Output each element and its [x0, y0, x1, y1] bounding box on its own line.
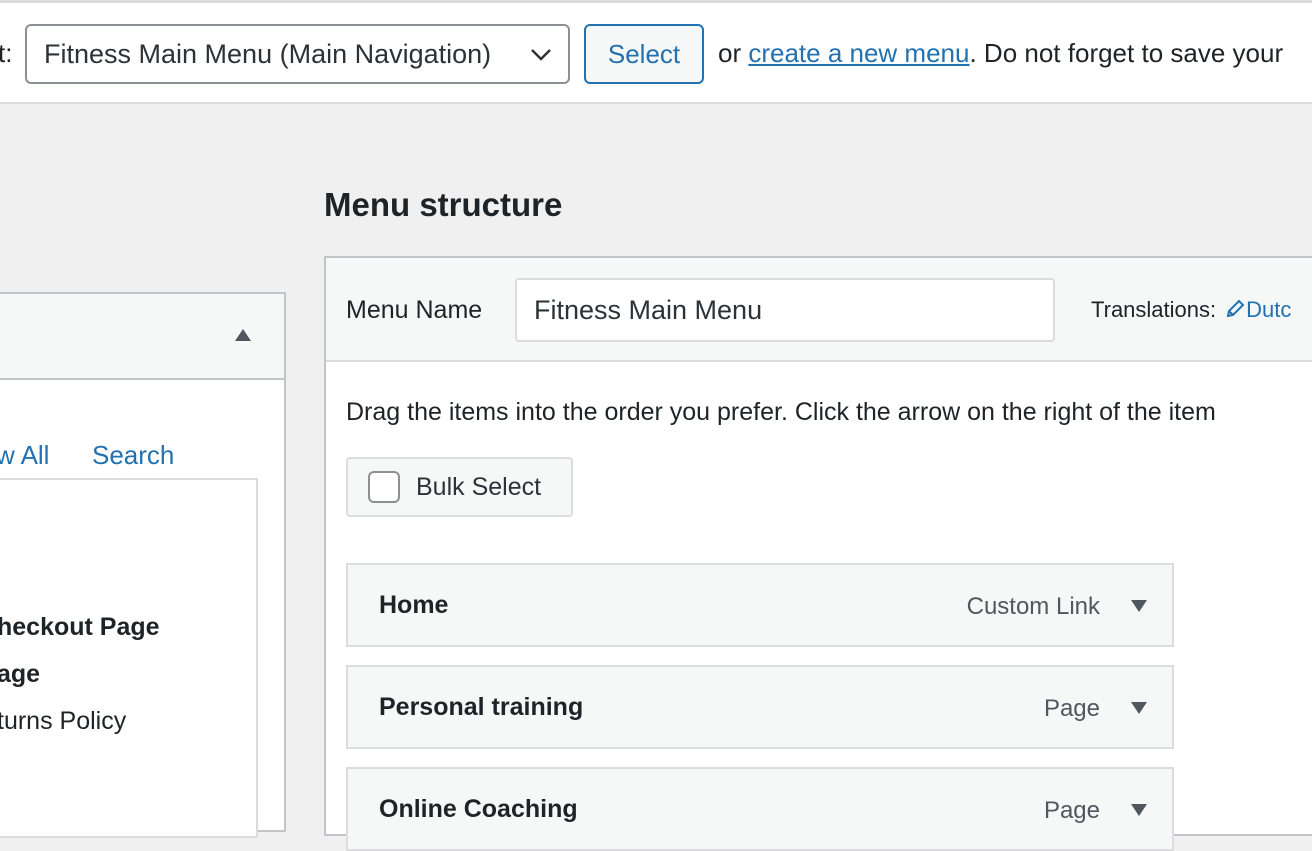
bulk-select-button[interactable]: Bulk Select [346, 457, 573, 517]
triangle-up-icon[interactable] [234, 328, 252, 342]
translation-dutch-link[interactable]: Dutc [1246, 297, 1292, 322]
list-item[interactable]: heckout Page [0, 613, 160, 641]
menu-select-value: Fitness Main Menu (Main Navigation) [44, 39, 492, 69]
triangle-down-icon[interactable] [1130, 803, 1148, 817]
bulk-select-label: Bulk Select [416, 473, 542, 501]
or-text: or [718, 38, 749, 68]
tab-view-all[interactable]: w All [0, 440, 50, 470]
menu-item-title: Online Coaching [379, 795, 578, 823]
triangle-down-icon[interactable] [1130, 599, 1148, 613]
drag-instructions: Drag the items into the order you prefer… [346, 398, 1216, 426]
menu-item-title: Home [379, 591, 449, 619]
tab-search[interactable]: Search [92, 440, 175, 470]
pages-list [0, 478, 258, 838]
select-button[interactable]: Select [584, 24, 704, 84]
save-reminder-text: . Do not forget to save your [969, 38, 1284, 68]
section-title: Menu structure [324, 186, 563, 223]
menu-name-label: Menu Name [346, 296, 483, 324]
menu-select-dropdown[interactable]: Fitness Main Menu (Main Navigation) [25, 24, 570, 84]
triangle-down-icon[interactable] [1130, 701, 1148, 715]
select-menu-label: t: [0, 38, 13, 68]
bulk-select-checkbox[interactable] [368, 471, 400, 503]
translations-label: Translations: [1091, 297, 1217, 322]
translations: Translations: Dutc [1091, 297, 1291, 323]
menu-item-online-coaching[interactable]: Online Coaching Page [346, 767, 1174, 851]
list-item[interactable]: turns Policy [0, 707, 127, 735]
menu-item-title: Personal training [379, 693, 584, 721]
create-new-menu-link[interactable]: create a new menu [748, 38, 970, 68]
create-menu-note: or create a new menu. Do not forget to s… [718, 38, 1283, 69]
menu-item-type: Custom Link [966, 593, 1100, 620]
list-item[interactable]: age [0, 660, 41, 688]
menu-item-home[interactable]: Home Custom Link [346, 563, 1174, 647]
panel-accordion-header[interactable] [0, 292, 286, 380]
menu-item-type: Page [1043, 797, 1100, 824]
menu-item-type: Page [1043, 695, 1100, 722]
pencil-icon[interactable] [1224, 298, 1246, 320]
chevron-down-icon [531, 49, 551, 61]
menu-item-personal-training[interactable]: Personal training Page [346, 665, 1174, 749]
menu-name-input[interactable]: Fitness Main Menu [515, 278, 1055, 342]
